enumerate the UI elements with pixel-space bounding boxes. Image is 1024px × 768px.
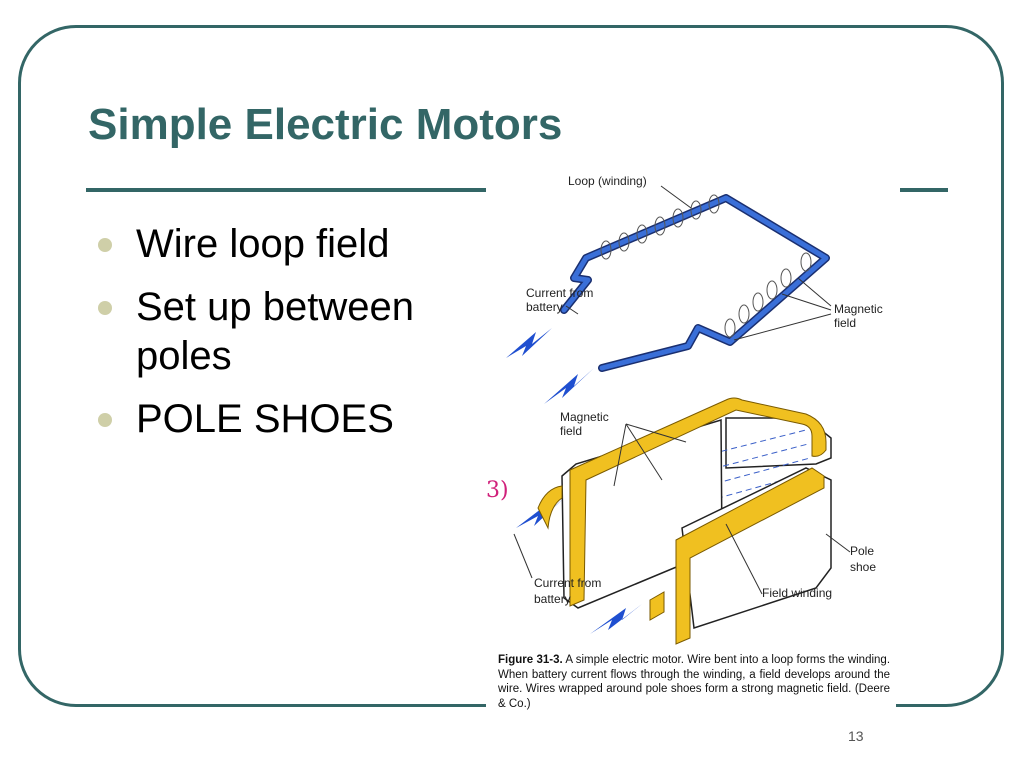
- pole-shoe-diagram: [513, 397, 851, 645]
- bullet-text: Set up between poles: [136, 285, 414, 378]
- motor-diagram: [506, 185, 851, 645]
- label-magnetic-field-mid: field: [560, 424, 583, 438]
- label-pole-shoe: shoe: [850, 560, 877, 574]
- wire-loop-diagram: [560, 185, 832, 372]
- title-divider-right: [900, 188, 948, 192]
- label-current-from-battery-top: Current from: [526, 286, 594, 300]
- bullet-dot-icon: [98, 301, 112, 315]
- label-current-from-battery-top: battery: [526, 300, 563, 314]
- label-pole-shoe: Pole: [850, 544, 875, 558]
- label-magnetic-field-top: Magnetic: [834, 302, 883, 316]
- bullet-dot-icon: [98, 413, 112, 427]
- caption-label: Figure 31-3.: [498, 654, 563, 666]
- bullet-text: Wire loop field: [136, 222, 390, 266]
- figure-caption: Figure 31-3. A simple electric motor. Wi…: [498, 653, 890, 711]
- bullet-item: POLE SHOES: [98, 395, 478, 444]
- label-magnetic-field-top: field: [834, 316, 857, 330]
- slide-title: Simple Electric Motors: [88, 100, 563, 149]
- caption-text: A simple electric motor. Wire bent into …: [498, 654, 891, 710]
- label-loop-winding: Loop (winding): [568, 174, 647, 188]
- field-loops-top: [600, 194, 812, 338]
- motor-figure: Loop (winding) Current from battery Magn…: [486, 168, 896, 724]
- label-field-winding: Field winding: [762, 586, 833, 600]
- bullet-item: Wire loop field: [98, 220, 478, 269]
- bullet-text: POLE SHOES: [136, 397, 394, 441]
- label-current-from-battery-bottom: battery: [534, 592, 571, 606]
- handwritten-mark: 3): [486, 478, 509, 503]
- bullet-item: Set up between poles: [98, 283, 478, 381]
- bullet-list: Wire loop field Set up between poles POL…: [98, 220, 478, 458]
- bullet-dot-icon: [98, 238, 112, 252]
- title-divider-left: [86, 188, 498, 192]
- label-current-from-battery-bottom: Current from: [534, 576, 602, 590]
- label-magnetic-field-mid: Magnetic: [560, 410, 609, 424]
- page-number: 13: [848, 728, 864, 744]
